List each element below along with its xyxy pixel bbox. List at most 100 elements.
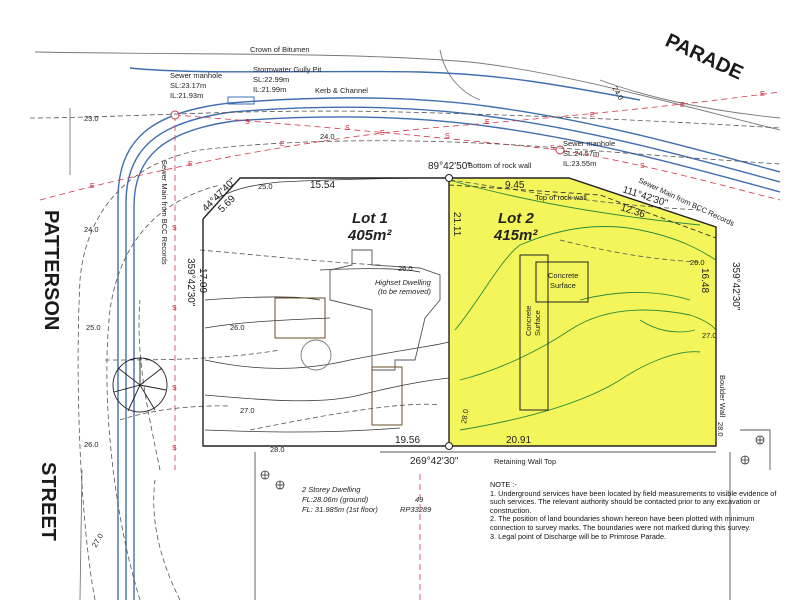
corner-marker-top xyxy=(445,174,453,182)
lot1-area: 405m² xyxy=(347,227,392,244)
svg-text:E: E xyxy=(590,112,595,119)
highset-dwelling-outline xyxy=(329,249,441,371)
neighbour-label-2: FL:28.06m (ground) xyxy=(302,495,369,504)
sewer-manhole-left-marker xyxy=(170,110,180,120)
contour-label: 27.0 xyxy=(240,406,255,415)
dim-right: 16.48 xyxy=(699,268,710,293)
dim-bottom-left: 19.56 xyxy=(395,435,420,446)
svg-text:S: S xyxy=(172,385,177,392)
note-2: 2. The position of land boundaries shown… xyxy=(490,514,755,532)
green-feature-lines xyxy=(448,179,717,431)
dim-top-right: 9.45 xyxy=(505,180,525,191)
contour-label: 24.0 xyxy=(84,225,99,234)
manhole-left-il: IL:21.93m xyxy=(170,91,203,100)
dim-bottom-right: 20.91 xyxy=(506,435,531,446)
deck-outline xyxy=(274,297,326,339)
concrete-surface-2 xyxy=(519,254,549,411)
service-letters: E E E E E E E E S S S S S S S S S xyxy=(90,91,765,452)
svg-text:S: S xyxy=(345,125,350,132)
sewer-main-left-label: Sewer Main from BCC Records xyxy=(160,160,169,265)
contour-label: 27.0 xyxy=(702,331,717,340)
kerb-channel-lines xyxy=(117,67,781,600)
svg-text:S: S xyxy=(172,305,177,312)
dim-top-left: 15.54 xyxy=(310,180,335,191)
note-1: 1. Underground services have been locate… xyxy=(490,488,777,515)
contour-label: 28.0 xyxy=(459,408,470,424)
dwelling-label-2: (to be removed) xyxy=(378,287,431,296)
bearing-bottom: 269°42'30" xyxy=(410,456,459,467)
tree-icon xyxy=(112,357,168,413)
svg-text:E: E xyxy=(760,91,765,98)
bearing-top: 89°42'50" xyxy=(428,161,471,172)
lot2-highlight xyxy=(449,178,716,446)
contour-label: 28.0 xyxy=(716,422,725,437)
street-name-patterson: PATTERSON xyxy=(40,210,62,330)
contour-label: 25.0 xyxy=(258,182,273,191)
rock-wall-top-label: Top of rock wall xyxy=(535,193,587,202)
lot-contours xyxy=(204,177,450,433)
neighbour-lot-number: 49 xyxy=(415,495,424,504)
contour-label: 25.0 xyxy=(86,323,101,332)
corner-marker-bottom xyxy=(445,442,453,450)
lot2-area: 415m² xyxy=(493,227,538,244)
svg-text:E: E xyxy=(280,141,285,148)
notes-box: NOTE :- 1. Underground services have bee… xyxy=(490,480,790,541)
road-grey-lines xyxy=(34,49,781,600)
svg-text:E: E xyxy=(680,102,685,109)
contour-label: 26.0 xyxy=(230,323,245,332)
rock-wall-bottom-label: Bottom of rock wall xyxy=(468,161,532,170)
note-3: 3. Legal point of Discharge will be to P… xyxy=(490,531,667,541)
svg-text:S: S xyxy=(172,225,177,232)
crown-of-bitumen-label: Crown of Bitumen xyxy=(250,45,310,54)
manhole-right-title: Sewer manhole xyxy=(563,139,615,148)
neighbour-label-1: 2 Storey Dwelling xyxy=(301,485,361,494)
contour-lines xyxy=(29,110,781,600)
tank-outline xyxy=(300,339,332,371)
dim-middle: 21.11 xyxy=(451,212,462,237)
svg-text:E: E xyxy=(90,183,95,190)
stair-outline xyxy=(371,366,403,426)
service-lines xyxy=(39,91,781,600)
neighbour-plan-number: RP33289 xyxy=(400,505,432,514)
concrete-label-2b: Surface xyxy=(533,310,542,336)
svg-text:S: S xyxy=(550,145,555,152)
gully-sl: SL:22.99m xyxy=(253,75,289,84)
bearing-right: 359°42'30" xyxy=(730,262,741,311)
contour-label: 26.0 xyxy=(398,264,413,273)
dwelling-label-1: Highset Dwelling xyxy=(375,278,432,287)
concrete-label-1b: Surface xyxy=(550,281,576,290)
street-name-parade: PARADE xyxy=(662,30,746,85)
contour-label: 28.0 xyxy=(270,445,285,454)
manhole-left-sl: SL:23.17m xyxy=(170,81,206,90)
dim-left: 17.09 xyxy=(197,268,208,293)
gully-il: IL:21.99m xyxy=(253,85,286,94)
contour-label: 24.0 xyxy=(610,85,625,102)
contour-label: 27.0 xyxy=(90,532,105,549)
lot1-name: Lot 1 xyxy=(352,210,388,227)
svg-text:S: S xyxy=(245,119,250,126)
svg-text:E: E xyxy=(485,119,490,126)
contour-label: 26.0 xyxy=(84,440,99,449)
svg-text:S: S xyxy=(640,163,645,170)
gully-title: Stormwater Gully Pit xyxy=(253,65,322,74)
manhole-right-il: IL:23.55m xyxy=(563,159,596,168)
rock-wall-dashed xyxy=(448,184,717,239)
retaining-wall-label: Retaining Wall Top xyxy=(494,457,556,466)
svg-text:S: S xyxy=(172,445,177,452)
kerb-channel-label: Kerb & Channel xyxy=(315,86,368,95)
concrete-label-1: Concrete xyxy=(548,271,578,280)
lot2-name: Lot 2 xyxy=(498,210,534,227)
contour-label: 26.0 xyxy=(690,258,705,267)
street-name-street: STREET xyxy=(37,462,59,541)
neighbour-marks xyxy=(260,435,765,490)
neighbour-dwelling xyxy=(254,429,771,600)
neighbour-label-3: FL: 31.985m (1st floor) xyxy=(302,505,378,514)
contour-label: 24.0 xyxy=(320,132,335,141)
boulder-wall-label: Boulder Wall xyxy=(718,375,727,418)
svg-text:E: E xyxy=(380,130,385,137)
contour-label: 23.0 xyxy=(84,114,99,123)
concrete-surface-1 xyxy=(535,261,589,303)
svg-text:E: E xyxy=(188,161,193,168)
lot-boundaries xyxy=(202,177,717,447)
